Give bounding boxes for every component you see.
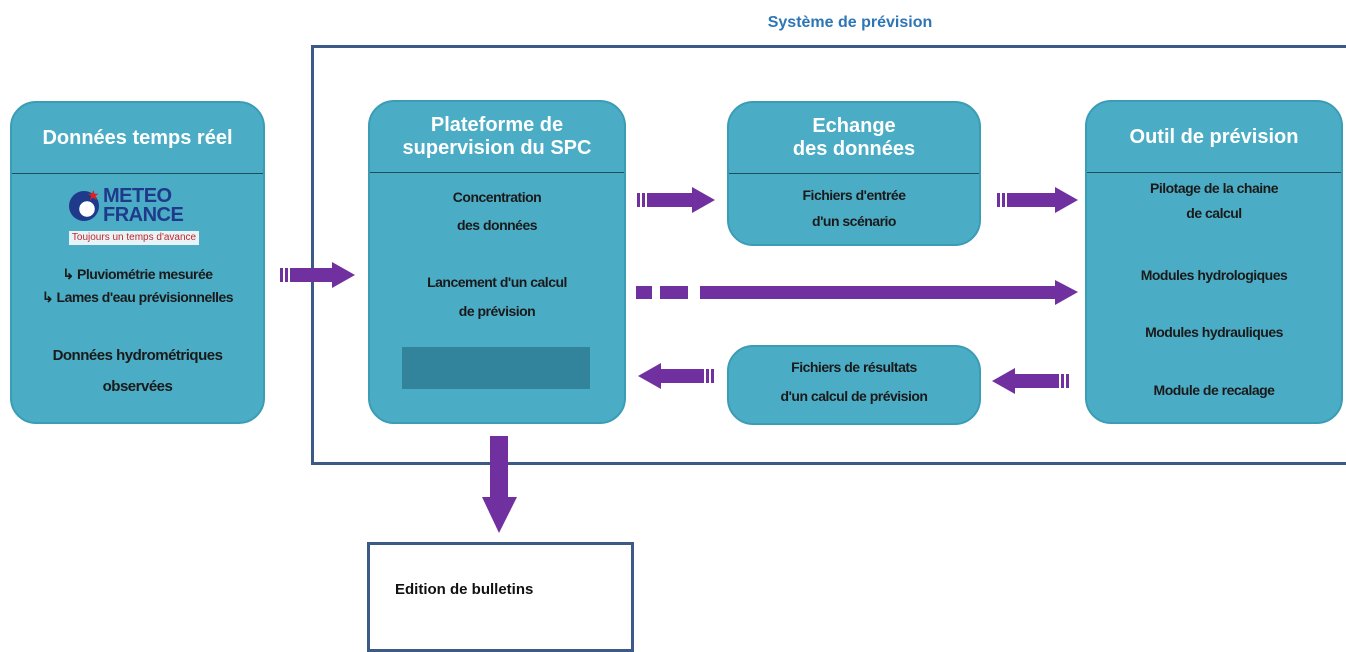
arrow-right-icon xyxy=(637,187,715,213)
list-item: ↳ Lames d'eau prévisionnelles xyxy=(41,289,234,305)
arrows-layer xyxy=(280,187,1078,533)
exchange-text: Fichiers d'entrée xyxy=(802,187,906,203)
edition-label: Edition de bulletins xyxy=(395,581,534,598)
tool-item: Pilotage de la chaine xyxy=(1150,180,1279,196)
arrow-left-icon xyxy=(992,368,1069,394)
tool-item: de calcul xyxy=(1186,205,1242,221)
observed-label-2: observées xyxy=(102,378,173,395)
tool-item: Modules hydrologiques xyxy=(1140,267,1288,283)
results-text: Fichiers de résultats xyxy=(791,359,917,375)
exchange-text: d'un scénario xyxy=(812,213,896,229)
list-item: ↳ Pluviométrie mesurée xyxy=(62,266,213,282)
platform-item: des données xyxy=(456,217,538,233)
platform-item: de prévision xyxy=(458,303,536,319)
star-icon: ★ xyxy=(87,187,100,203)
arrow-right-icon xyxy=(280,262,355,288)
globe-icon xyxy=(69,191,99,221)
system-title: Système de prévision xyxy=(767,14,933,31)
arrow-bullet-icon: ↳ xyxy=(41,289,54,305)
tool-item: Module de recalage xyxy=(1153,382,1275,398)
meteo-france-logo: ★ METEO FRANCE Toujours un temps d'avanc… xyxy=(69,186,199,245)
dashed-arrow-right-icon xyxy=(636,280,1078,305)
arrow-bullet-icon: ↳ xyxy=(62,266,74,282)
tool-title: Outil de prévision xyxy=(1087,102,1341,173)
arrow-down-icon xyxy=(482,436,517,533)
realtime-title: Données temps réel xyxy=(12,103,263,174)
platform-item: Concentration xyxy=(452,189,542,205)
forecast-system-frame xyxy=(311,45,1346,465)
realtime-data-box: Données temps réel ★ METEO FRANCE Toujou… xyxy=(10,101,265,424)
results-box: Fichiers de résultats d'un calcul de pré… xyxy=(727,345,981,425)
arrow-right-icon xyxy=(997,187,1078,213)
placeholder-block xyxy=(402,347,590,389)
platform-item: Lancement d'un calcul xyxy=(427,274,567,290)
observed-label-1: Données hydrométriques xyxy=(52,347,223,364)
results-text: d'un calcul de prévision xyxy=(780,388,928,404)
tool-item: Modules hydrauliques xyxy=(1145,324,1283,340)
arrow-left-icon xyxy=(638,363,714,389)
tool-box: Outil de prévision Pilotage de la chaine… xyxy=(1085,100,1343,424)
